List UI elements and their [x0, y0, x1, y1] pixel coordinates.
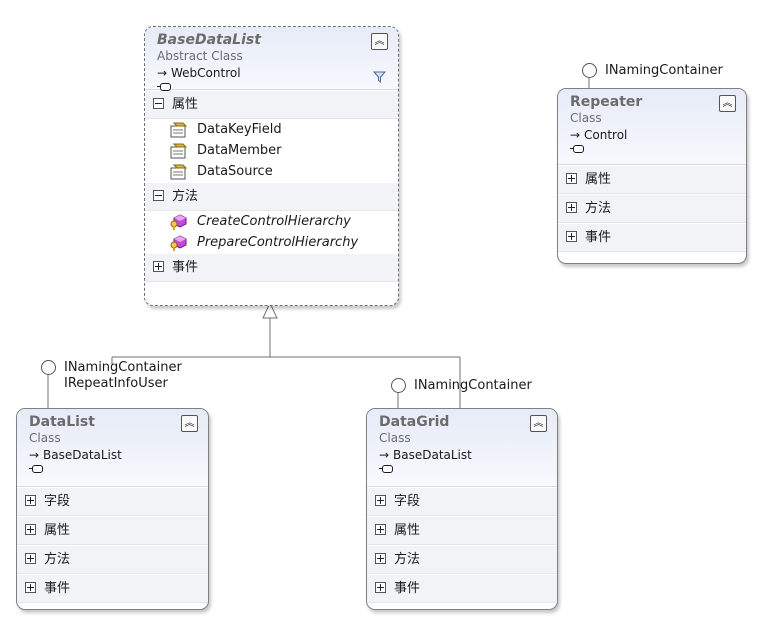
- minus-box-icon[interactable]: [153, 190, 164, 201]
- protected-method-icon: [170, 234, 187, 251]
- plus-box-icon[interactable]: [566, 202, 577, 213]
- section-properties[interactable]: 属性: [145, 90, 398, 119]
- inherits-arrow-icon: →: [157, 66, 168, 80]
- member-method[interactable]: CreateControlHierarchy: [145, 211, 398, 232]
- property-icon: [170, 122, 188, 137]
- member-property[interactable]: DataKeyField: [145, 119, 398, 140]
- section-methods[interactable]: 方法: [17, 545, 208, 574]
- collapse-button[interactable]: ︽: [719, 95, 736, 112]
- double-chevron-up-icon: ︽: [722, 98, 733, 109]
- section-fields[interactable]: 字段: [367, 487, 557, 516]
- class-name: BaseDataList: [157, 32, 261, 48]
- class-box-datagrid[interactable]: DataGrid Class →BaseDataList ︽ 字段 属性 方法 …: [366, 408, 558, 610]
- class-box-basedatalist[interactable]: BaseDataList Abstract Class →WebControl …: [144, 26, 399, 306]
- collapse-button[interactable]: ︽: [371, 33, 388, 50]
- base-class: →BaseDataList: [379, 448, 472, 462]
- base-class: →WebControl: [157, 66, 241, 80]
- shortcut-icon: [379, 464, 393, 473]
- plus-box-icon[interactable]: [375, 524, 386, 535]
- plus-box-icon[interactable]: [375, 582, 386, 593]
- plus-box-icon[interactable]: [375, 553, 386, 564]
- interface-datalist: INamingContainer IRepeatInfoUser: [41, 360, 182, 392]
- collapse-button[interactable]: ︽: [530, 415, 547, 432]
- interface-label: INamingContainer: [414, 378, 532, 393]
- class-kind: Class: [29, 431, 61, 445]
- double-chevron-up-icon: ︽: [533, 418, 544, 429]
- shortcut-icon: [157, 82, 171, 91]
- shortcut-icon: [29, 464, 43, 473]
- interface-datagrid: INamingContainer: [391, 378, 532, 394]
- class-box-repeater[interactable]: Repeater Class →Control ︽ 属性 方法 事件: [557, 88, 747, 264]
- interface-label: IRepeatInfoUser: [64, 376, 168, 391]
- plus-box-icon[interactable]: [25, 495, 36, 506]
- lollipop-interface-icon: [41, 360, 56, 375]
- class-header-datalist[interactable]: DataList Class →BaseDataList ︽: [17, 409, 208, 487]
- shortcut-icon: [570, 144, 584, 153]
- section-events[interactable]: 事件: [367, 574, 557, 603]
- minus-box-icon[interactable]: [153, 98, 164, 109]
- interface-repeater: INamingContainer: [582, 63, 723, 79]
- protected-method-icon: [170, 213, 187, 230]
- member-property[interactable]: DataMember: [145, 140, 398, 161]
- member-method[interactable]: PrepareControlHierarchy: [145, 232, 398, 253]
- plus-box-icon[interactable]: [566, 231, 577, 242]
- section-properties[interactable]: 属性: [367, 516, 557, 545]
- section-methods[interactable]: 方法: [145, 182, 398, 211]
- class-kind: Abstract Class: [157, 49, 243, 63]
- lollipop-interface-icon: [391, 378, 406, 393]
- class-name: DataGrid: [379, 414, 450, 430]
- collapse-button[interactable]: ︽: [181, 415, 198, 432]
- class-name: Repeater: [570, 94, 643, 110]
- double-chevron-up-icon: ︽: [374, 36, 385, 47]
- plus-box-icon[interactable]: [375, 495, 386, 506]
- property-icon: [170, 143, 188, 158]
- section-fields[interactable]: 字段: [17, 487, 208, 516]
- lollipop-interface-icon: [582, 63, 597, 78]
- plus-box-icon[interactable]: [25, 553, 36, 564]
- section-properties[interactable]: 属性: [17, 516, 208, 545]
- property-icon: [170, 164, 188, 179]
- plus-box-icon[interactable]: [153, 261, 164, 272]
- class-kind: Class: [379, 431, 411, 445]
- inherits-arrow-icon: →: [379, 448, 390, 462]
- section-properties[interactable]: 属性: [558, 165, 746, 194]
- class-header-basedatalist[interactable]: BaseDataList Abstract Class →WebControl …: [145, 27, 398, 91]
- class-header-datagrid[interactable]: DataGrid Class →BaseDataList ︽: [367, 409, 557, 487]
- interface-label: INamingContainer: [605, 63, 723, 78]
- plus-box-icon[interactable]: [25, 582, 36, 593]
- filter-icon[interactable]: [373, 71, 386, 83]
- plus-box-icon[interactable]: [25, 524, 36, 535]
- plus-box-icon[interactable]: [566, 173, 577, 184]
- class-name: DataList: [29, 414, 95, 430]
- inherits-arrow-icon: →: [570, 128, 581, 142]
- class-box-datalist[interactable]: DataList Class →BaseDataList ︽ 字段 属性 方法 …: [16, 408, 209, 610]
- inherits-arrow-icon: →: [29, 448, 40, 462]
- base-class: →BaseDataList: [29, 448, 122, 462]
- member-property[interactable]: DataSource: [145, 161, 398, 182]
- section-events[interactable]: 事件: [145, 253, 398, 282]
- class-header-repeater[interactable]: Repeater Class →Control ︽: [558, 89, 746, 165]
- section-methods[interactable]: 方法: [558, 194, 746, 223]
- section-events[interactable]: 事件: [17, 574, 208, 603]
- double-chevron-up-icon: ︽: [184, 418, 195, 429]
- class-kind: Class: [570, 111, 602, 125]
- section-methods[interactable]: 方法: [367, 545, 557, 574]
- interface-label: INamingContainer: [64, 360, 182, 375]
- section-events[interactable]: 事件: [558, 223, 746, 252]
- base-class: →Control: [570, 128, 628, 142]
